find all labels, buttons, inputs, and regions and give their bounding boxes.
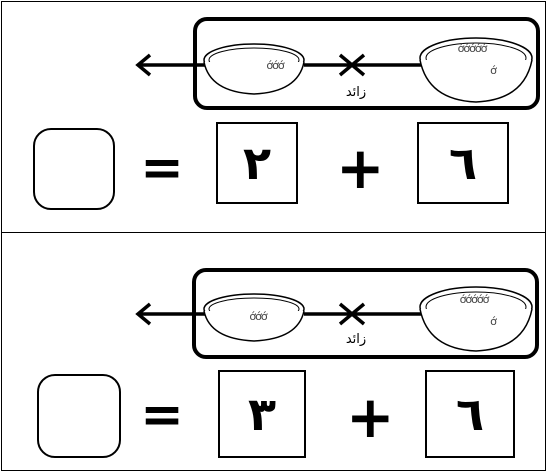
addend-1: ٦ xyxy=(425,370,515,458)
bowls-illustration: ớớớ زائد ớớớớớ ớ xyxy=(135,268,539,359)
extra-label: زائد xyxy=(346,332,366,347)
arrowhead-left-icon xyxy=(135,53,152,77)
arrowhead-left-icon xyxy=(135,302,152,326)
big-bowl-icon xyxy=(419,286,533,352)
big-bowl-apples-row2: ớ xyxy=(490,64,497,77)
bowls-scene: ớớớ زائد ớớớớớ ớ xyxy=(0,0,549,120)
arrowhead-left-inner-icon xyxy=(349,53,366,77)
plus-sign: + xyxy=(336,134,385,202)
addend-2: ٣ xyxy=(218,370,306,458)
extra-label: زائد xyxy=(346,85,366,100)
section-divider xyxy=(1,232,546,233)
small-bowl-icon xyxy=(203,43,305,95)
big-bowl-apples-row1: ớớớớớ xyxy=(458,42,488,55)
equals-sign: = xyxy=(140,138,184,198)
bowls-scene: ớớớ زائد ớớớớớ ớ xyxy=(0,237,549,359)
plus-sign: + xyxy=(346,383,395,451)
big-bowl-icon xyxy=(419,37,533,103)
addend-1: ٦ xyxy=(417,122,509,204)
big-bowl-apples-row2: ớ xyxy=(490,315,497,328)
arrowhead-left-inner-icon xyxy=(349,302,366,326)
answer-box[interactable] xyxy=(33,128,115,210)
bowls-illustration: ớớớ زائد ớớớớớ ớ xyxy=(135,17,540,110)
equals-sign: = xyxy=(140,385,184,445)
big-bowl-apples-row1: ớớớớớ xyxy=(460,293,490,306)
problem-2: ớớớ زائد ớớớớớ ớ = ٣ + ٦ xyxy=(0,237,549,469)
small-bowl-icon xyxy=(203,293,305,342)
problem-1: ớớớ زائد ớớớớớ ớ = ٢ + ٦ xyxy=(0,0,549,232)
small-bowl-apples: ớớớ xyxy=(249,310,267,323)
addend-2: ٢ xyxy=(216,122,298,204)
small-bowl-apples: ớớớ xyxy=(266,59,284,72)
answer-box[interactable] xyxy=(37,374,121,458)
